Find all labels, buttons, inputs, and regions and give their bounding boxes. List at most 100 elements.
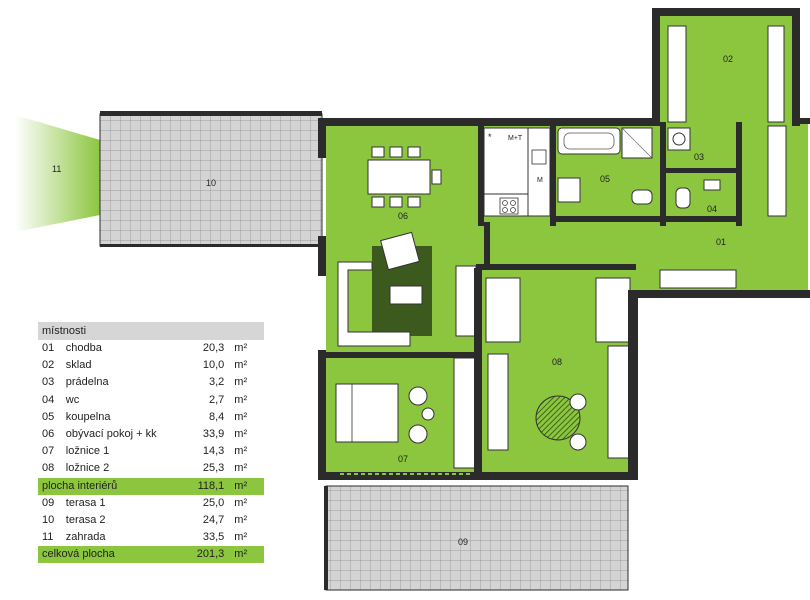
washbasin — [557, 177, 581, 203]
legend-row-id: 11 — [42, 531, 54, 544]
legend-grand-name: celková plocha — [42, 548, 115, 561]
room-label-08: 08 — [552, 357, 562, 367]
room-label-01: 01 — [716, 237, 726, 247]
coffee-table — [389, 285, 423, 305]
wc-toilet — [675, 187, 691, 209]
legend-row-unit: m² — [234, 427, 248, 440]
room-label-06: 06 — [398, 211, 408, 221]
room-label-09: 09 — [458, 537, 468, 547]
bed-08-right — [595, 277, 631, 343]
legend-row-unit: m² — [234, 462, 248, 475]
washing-machine — [672, 132, 686, 146]
legend-grand-total: celková plocha 201,3 m² — [38, 546, 264, 564]
round-table-08 — [535, 395, 581, 441]
legend-row-name: koupelna — [65, 410, 111, 423]
legend-title: místnosti — [38, 322, 264, 340]
legend-row-area: 14,3 — [202, 445, 225, 458]
wc-basin — [703, 179, 721, 191]
legend-row-id: 10 — [42, 513, 55, 526]
legend-row-area: 25,0 — [202, 496, 225, 509]
legend-row-unit: m² — [234, 359, 248, 372]
room-label-05: 05 — [600, 174, 610, 184]
legend-row-name: prádelna — [65, 376, 109, 389]
legend-row-name: wc — [65, 393, 80, 406]
hob — [502, 207, 508, 213]
legend-row-id: 03 — [42, 376, 55, 389]
desk-08 — [487, 353, 509, 451]
kitchen-counter — [483, 127, 529, 195]
terrace-10 — [99, 113, 323, 247]
hob — [510, 200, 516, 206]
kitchen-label-star: * — [488, 132, 492, 142]
bed-08-left — [485, 277, 521, 343]
legend-grand-unit: m² — [234, 548, 248, 561]
legend-row-area: 20,3 — [202, 342, 225, 354]
legend-grand-area: 201,3 — [196, 548, 225, 561]
legend-total-name: plocha interiérů — [42, 479, 118, 492]
legend-row-area: 8,4 — [208, 410, 225, 423]
room-label-11: 11 — [52, 164, 61, 174]
legend-row-name: ložnice 2 — [65, 462, 110, 475]
kitchen-label-m: M — [537, 177, 543, 184]
kitchen-label-mt: M+T — [508, 135, 523, 142]
legend-row-name: zahrada — [65, 531, 106, 544]
shelf-02 — [667, 25, 687, 123]
wardrobe-08 — [607, 345, 631, 459]
terrace-09-wall — [324, 486, 328, 590]
legend-row: 10 terasa 2 24,7 m² — [38, 512, 264, 529]
room-labels: 01 02 03 04 05 06 07 08 09 10 11 * M+T M — [52, 54, 733, 547]
legend-row-id: 02 — [42, 359, 55, 372]
legend-total-unit: m² — [234, 479, 248, 492]
legend-row-area: 33,9 — [202, 427, 225, 440]
sink — [531, 149, 547, 165]
garden-area — [15, 115, 100, 232]
chair-07 — [421, 407, 435, 421]
hob — [502, 200, 508, 206]
legend-row-id: 05 — [42, 410, 55, 423]
chair-08 — [569, 393, 587, 411]
shower — [621, 127, 653, 159]
legend-row-area: 2,7 — [208, 393, 225, 406]
legend-row-name: terasa 1 — [65, 496, 106, 509]
legend-row-unit: m² — [234, 513, 248, 526]
legend-row-unit: m² — [234, 531, 248, 544]
legend-row-id: 09 — [42, 496, 55, 509]
room-label-03: 03 — [694, 152, 704, 162]
bathtub-inner — [563, 132, 615, 150]
room-label-04: 04 — [707, 204, 717, 214]
chair-07 — [408, 386, 428, 406]
legend-row: 05 koupelna 8,4 m² — [38, 409, 264, 426]
legend-row-unit: m² — [234, 410, 248, 423]
legend-row-id: 08 — [42, 462, 55, 475]
legend-row-name: obývací pokoj + kk — [65, 427, 157, 440]
armchair — [380, 231, 420, 271]
legend-row-area: 24,7 — [202, 513, 225, 526]
legend-row-id: 06 — [42, 427, 55, 440]
terrace-10-railing — [100, 244, 322, 247]
legend-row-unit: m² — [234, 445, 248, 458]
hob — [499, 197, 519, 215]
legend-row-id: 04 — [42, 393, 55, 406]
legend-row-area: 10,0 — [202, 359, 225, 372]
kitchen-counter — [527, 127, 551, 217]
chair-08 — [569, 433, 587, 451]
room-label-07: 07 — [398, 454, 408, 464]
legend-row-id: 01 — [42, 342, 55, 354]
sofa — [337, 261, 411, 347]
wardrobe-07 — [453, 357, 477, 469]
walls — [318, 8, 810, 480]
legend-row-name: terasa 2 — [65, 513, 106, 526]
room-label-10: 10 — [206, 178, 216, 188]
legend-total-area: 118,1 — [197, 479, 225, 492]
terrace-10-railing — [100, 111, 322, 116]
dining-table — [367, 159, 431, 195]
shelf-01 — [659, 269, 737, 289]
